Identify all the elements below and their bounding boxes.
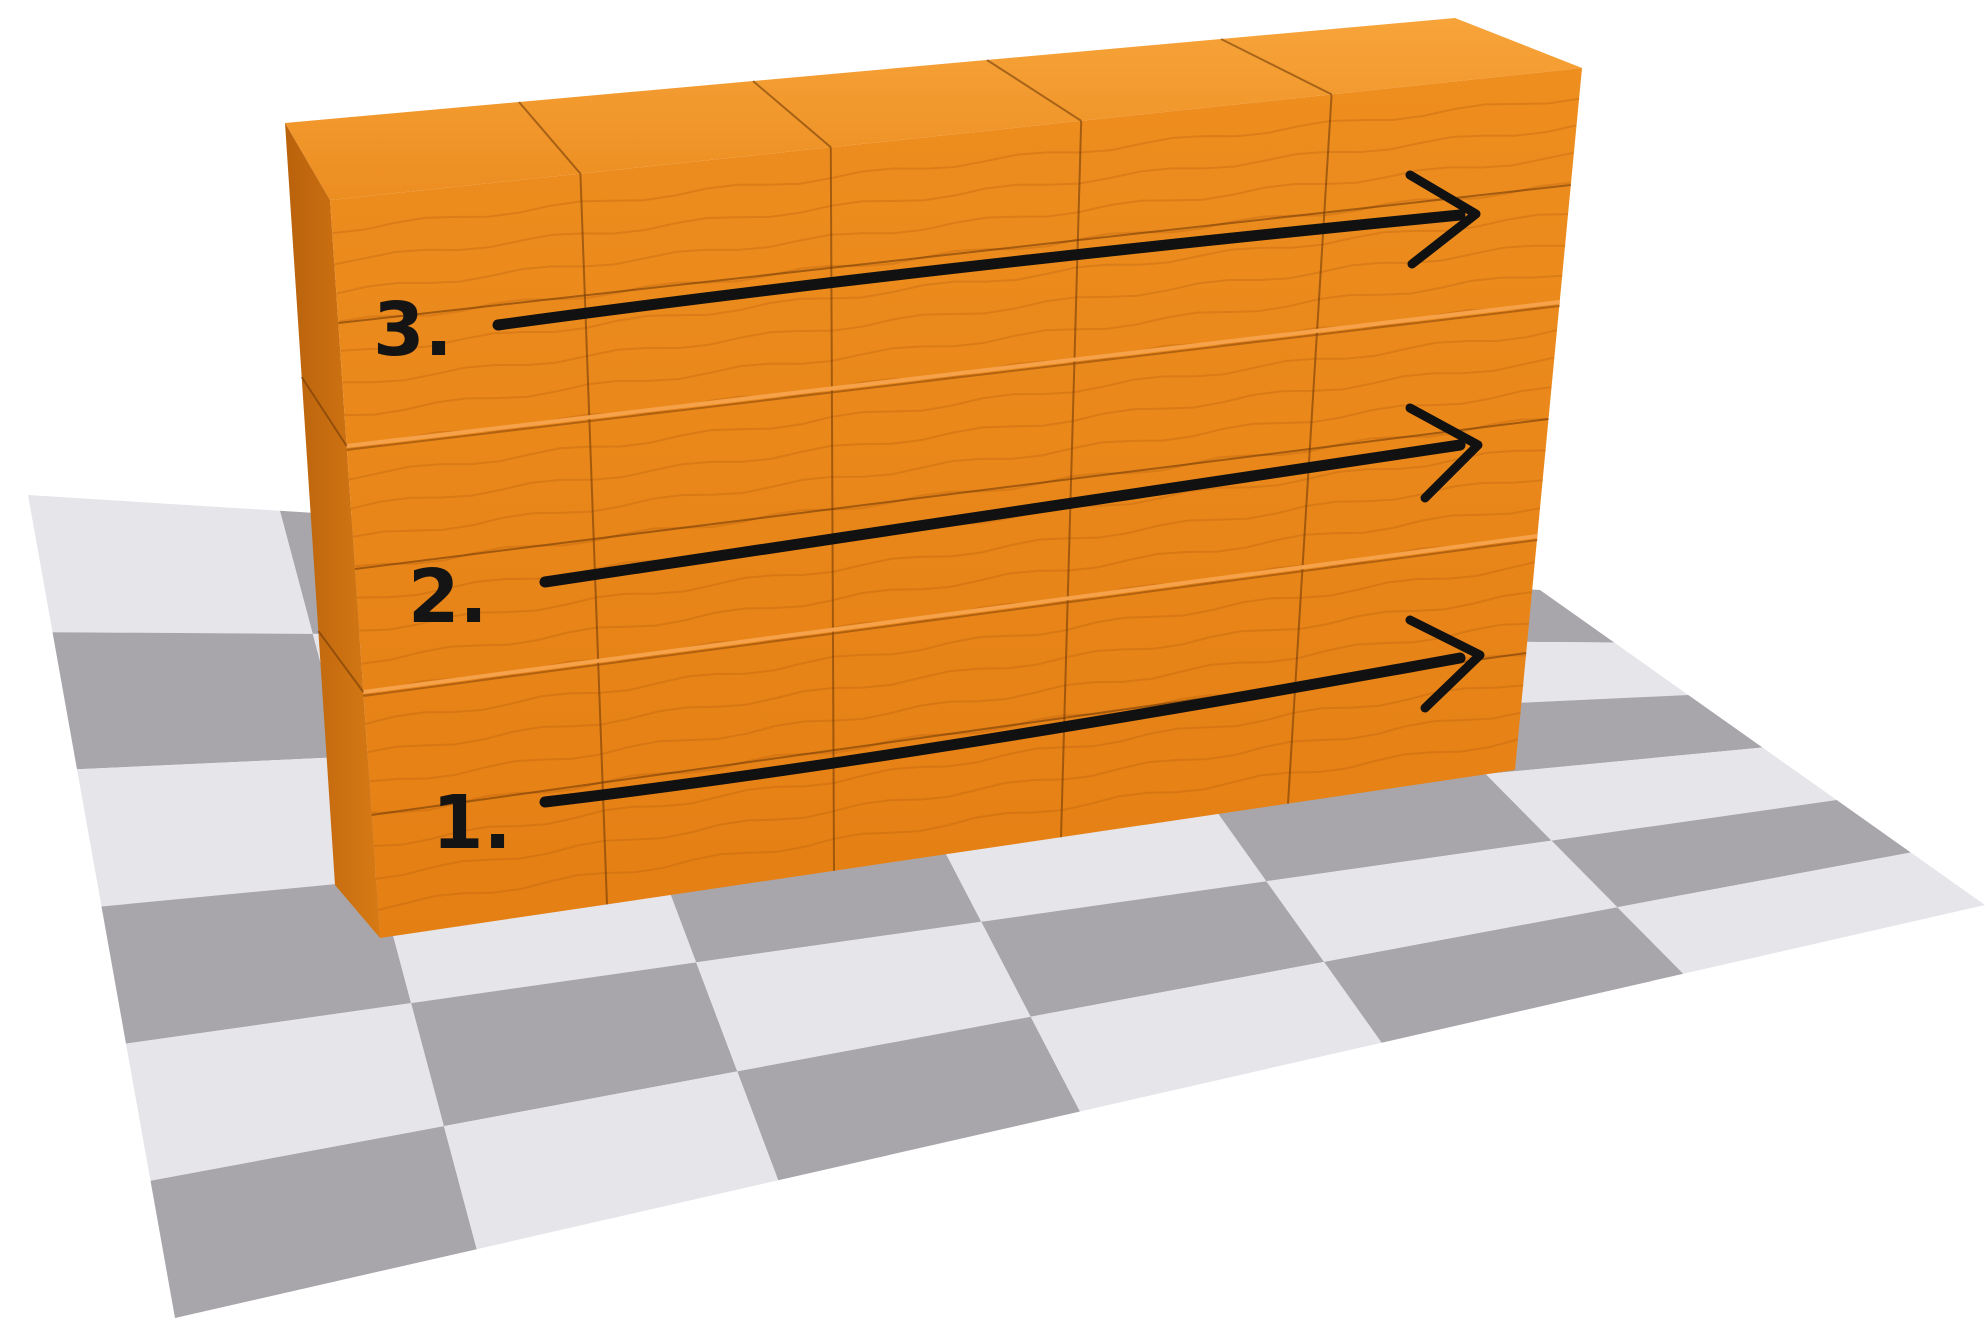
floor-tile <box>28 495 313 634</box>
step-label-2: 2. <box>408 554 488 640</box>
floor-tile <box>53 632 346 769</box>
step-label-3: 3. <box>373 287 453 373</box>
step-label-1: 1. <box>432 780 512 866</box>
